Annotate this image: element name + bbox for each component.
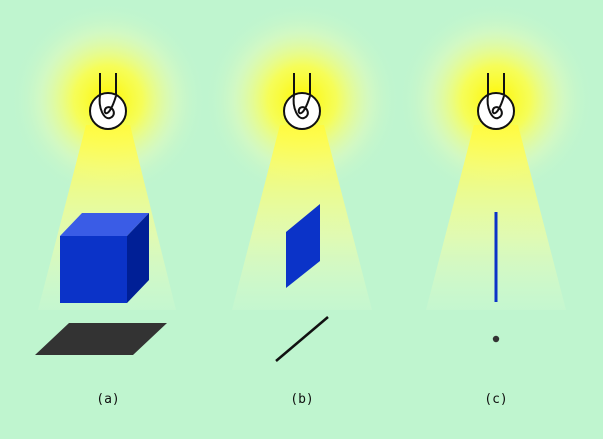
shadow-point [492,335,500,343]
cube [60,213,149,303]
panel-b: (b) [204,2,400,407]
shadow-parallelogram [35,323,167,355]
light-bulb-icon [477,73,515,130]
panel-a: (a) [10,2,206,407]
cube-side [127,213,149,303]
light-bulb-icon [283,73,321,130]
caption-a: (a) [96,392,119,407]
shadow-line-segment [275,316,329,362]
caption-c: (c) [484,392,507,407]
panel-c: (c) [398,2,594,407]
caption-b: (b) [290,392,313,407]
light-bulb-icon [89,73,127,130]
square-plate [286,204,320,288]
light-beam [232,125,372,310]
cube-front [60,236,127,303]
cube-top [60,213,149,236]
